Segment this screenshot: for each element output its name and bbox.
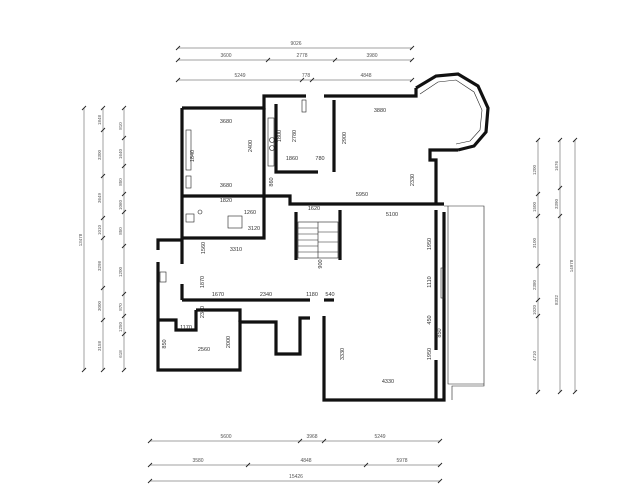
bottom-dim-b: 3968 [306,434,317,440]
right-small-3: 3100 [532,237,537,248]
dim-label-3310: 3310 [230,247,242,253]
dim-label-2330: 2330 [410,174,416,186]
dim-label-3880: 3880 [374,108,386,114]
left-dim-2: 3300 [97,149,102,160]
left-small-8: 1250 [118,321,123,332]
left-small-3: 850 [118,178,123,186]
left-small-1: 810 [118,122,123,130]
dim-label-1620: 1620 [308,206,320,212]
dim-label-2560: 2560 [198,347,210,353]
bottom-dimension-chains: 5600 3968 5249 3580 4848 5978 15426 [147,434,443,484]
dim-label-1870: 1870 [200,276,206,288]
dim-label-2400: 2400 [248,140,254,152]
left-dimension-chains: 13478 1848 3300 3649 1010 3298 3000 3158… [78,105,127,373]
bottom-dim-a: 5600 [220,434,231,440]
dim-label-3680: 3680 [220,119,232,125]
dim-label-860: 860 [269,177,275,186]
right-small-4: 2380 [532,279,537,290]
dim-label-1840: 1840 [190,150,196,162]
dim-label-2780: 2780 [292,130,298,142]
left-small-6: 1200 [118,266,123,277]
right-small-6: 4710 [532,350,537,361]
right-total-dim: 14978 [569,259,574,272]
top-dim-e: 778 [302,73,311,79]
bottom-total-dim: 15426 [289,474,303,480]
bottom-dim-d: 3580 [192,458,203,464]
dim-label-1820: 1820 [220,198,232,204]
dim-label-1110: 1110 [427,276,433,287]
dim-label-5100: 5100 [386,212,398,218]
staircase [297,221,339,259]
dim-label-5950: 5950 [356,192,368,198]
left-small-4: 1060 [118,199,123,210]
dim-label-3330: 3330 [340,348,346,360]
left-dim-3: 3649 [97,192,102,203]
dim-label-900: 900 [318,259,324,268]
dim-label-3680b: 3680 [220,183,232,189]
bottom-dim-f: 5978 [396,458,407,464]
dim-label-3120: 3120 [248,226,260,232]
dim-label-1560: 1560 [201,242,207,254]
right-small-1: 1200 [532,164,537,175]
dim-label-1950b: 1950 [427,348,433,360]
top-dim-f: 4848 [360,73,371,79]
dim-label-450: 450 [427,315,433,324]
fixtures [159,99,446,299]
dim-label-850: 850 [162,339,168,348]
bottom-dim-e: 4848 [300,458,311,464]
top-dim-b: 2778 [296,53,307,59]
left-dim-6: 3000 [97,300,102,311]
right-small-2: 1500 [532,201,537,212]
dim-label-850b: 850 [437,328,443,337]
dim-label-1860: 1860 [286,156,298,162]
dim-label-2000: 2000 [226,336,232,348]
dim-label-4330: 4330 [382,379,394,385]
room-dimension-labels: 3680 1840 2400 3680 1800 2780 1860 780 3… [162,108,443,385]
dim-label-1180: 1180 [306,292,318,298]
exterior-walls [156,72,490,402]
left-small-7: 870 [118,303,123,311]
dim-label-1260: 1260 [244,210,256,216]
left-dim-7: 3158 [97,340,102,351]
right-small-5: 1020 [532,304,537,315]
right-dimension-chains: 1200 1500 3100 2380 1020 4710 1676 3390 … [532,137,578,395]
left-small-2: 1640 [118,148,123,159]
top-total-dim: 9026 [290,41,301,47]
dim-label-2360: 2360 [200,306,206,318]
dim-label-1800: 1800 [277,130,283,142]
dim-label-2900: 2900 [342,132,348,144]
left-dim-1: 1848 [97,114,102,125]
top-dimension-chains: 9026 3600 2778 3980 5249 778 4848 [175,41,415,83]
left-small-5: 850 [118,227,123,235]
top-dim-c: 3980 [366,53,377,59]
dim-label-1170: 1170 [180,325,192,331]
right-dim-1: 1676 [554,160,559,171]
top-dim-d: 5249 [234,73,245,79]
left-small-9: 618 [118,350,123,358]
dim-label-540: 540 [325,292,334,298]
left-total-dim: 13478 [78,233,83,246]
right-dim-3: 8332 [554,294,559,305]
dim-label-1950: 1950 [427,238,433,250]
dim-label-2340: 2340 [260,292,272,298]
dim-label-780: 780 [315,156,324,162]
dim-label-1670: 1670 [212,292,224,298]
left-dim-5: 3298 [97,260,102,271]
bottom-dim-c: 5249 [374,434,385,440]
left-dim-4: 1010 [97,224,102,235]
right-dim-2: 3390 [554,198,559,209]
top-dim-a: 3600 [220,53,231,59]
